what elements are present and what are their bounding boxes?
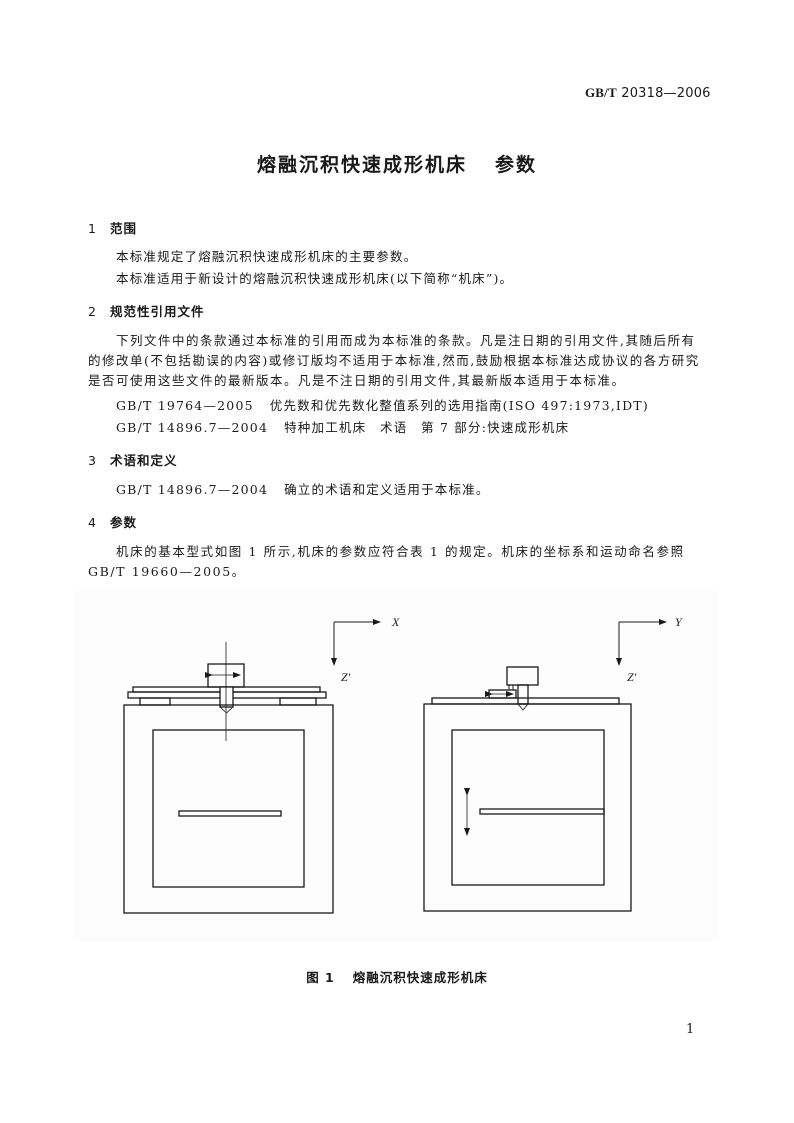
- standard-code: GB/T 20318—2006: [585, 85, 711, 101]
- reference-title: 确立的术语和定义适用于本标准。: [284, 482, 490, 497]
- section-title: 规范性引用文件: [110, 304, 205, 319]
- section-number: 2: [88, 304, 97, 319]
- reference-code: GB/T 19764—2005: [116, 398, 254, 413]
- section-1-heading: 1 范围: [88, 218, 137, 237]
- section-number: 4: [88, 515, 97, 530]
- front-view-x-z: [123, 619, 381, 914]
- section-2-heading: 2 规范性引用文件: [88, 301, 205, 320]
- section-title: 范围: [110, 221, 138, 236]
- axis-label-y: Y: [675, 615, 683, 629]
- section-number: 1: [88, 221, 97, 236]
- standard-prefix: GB/T: [585, 85, 617, 100]
- page-number: 1: [686, 1022, 695, 1037]
- reference-title: 优先数和优先数化整值系列的选用指南(ISO 497:1973,IDT): [269, 398, 649, 413]
- side-view-y-z: [423, 619, 667, 912]
- figure-caption-text: 熔融沉积快速成形机床: [352, 970, 488, 985]
- reference-title: 特种加工机床 术语 第 7 部分:快速成形机床: [284, 420, 570, 435]
- section-title: 参数: [110, 515, 138, 530]
- figure-label: 图 1: [306, 970, 335, 985]
- document-title: 熔融沉积快速成形机床 参数: [0, 150, 794, 177]
- reference-item: GB/T 14896.7—2004 确立的术语和定义适用于本标准。: [116, 480, 490, 500]
- figure-caption: 图 1 熔融沉积快速成形机床: [0, 967, 794, 986]
- axis-label-z-left: Z′: [341, 670, 351, 684]
- paragraph: 机床的基本型式如图 1 所示,机床的参数应符合表 1 的规定。机床的坐标系和运动…: [88, 544, 685, 579]
- machine-diagram: X Z′ Y Z′: [123, 615, 683, 914]
- section-3-heading: 3 术语和定义: [88, 450, 178, 469]
- section-number: 3: [88, 453, 97, 468]
- axis-label-z-right: Z′: [627, 670, 637, 684]
- reference-code: GB/T 14896.7—2004: [116, 482, 269, 497]
- standard-number: 20318—2006: [621, 86, 711, 101]
- reference-code: GB/T 14896.7—2004: [116, 420, 269, 435]
- axis-label-x: X: [391, 615, 400, 629]
- paragraph: 本标准适用于新设计的熔融沉积快速成形机床(以下简称“机床”)。: [116, 271, 514, 286]
- title-main: 熔融沉积快速成形机床: [256, 154, 467, 176]
- paragraph: 下列文件中的条款通过本标准的引用而成为本标准的条款。凡是注日期的引用文件,其随后…: [88, 333, 700, 388]
- reference-item: GB/T 14896.7—2004 特种加工机床 术语 第 7 部分:快速成形机床: [116, 418, 569, 438]
- reference-item: GB/T 19764—2005 优先数和优先数化整值系列的选用指南(ISO 497…: [116, 396, 649, 416]
- figure-1: X Z′ Y Z′: [74, 588, 718, 942]
- title-sub: 参数: [495, 154, 538, 176]
- section-4-heading: 4 参数: [88, 512, 137, 531]
- paragraph: 本标准规定了熔融沉积快速成形机床的主要参数。: [116, 249, 418, 264]
- section-title: 术语和定义: [110, 453, 178, 468]
